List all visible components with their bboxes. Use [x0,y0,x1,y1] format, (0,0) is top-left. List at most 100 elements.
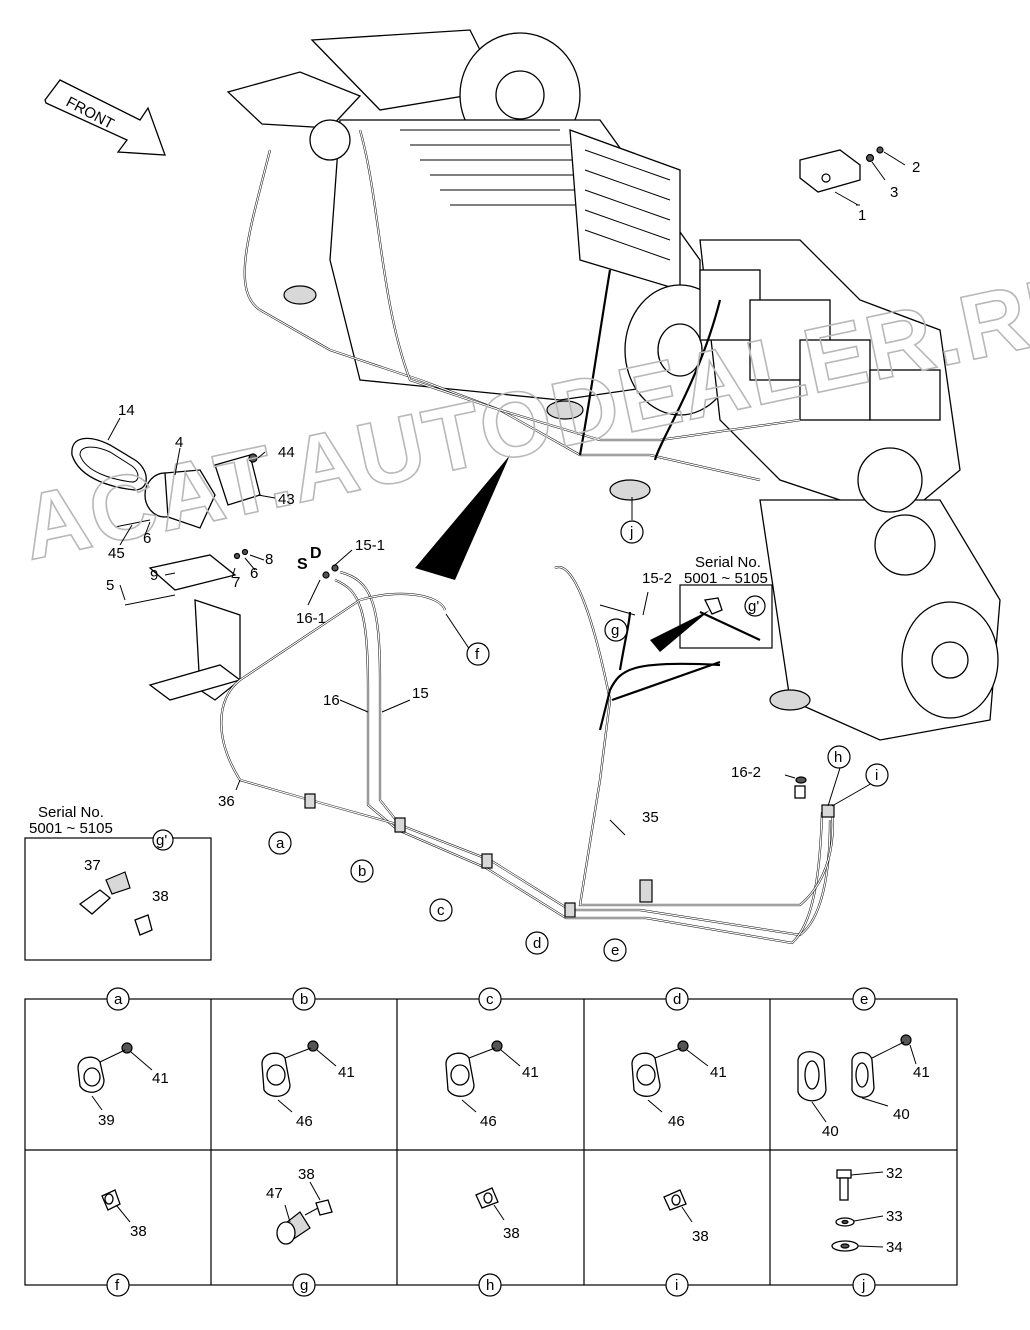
detail-b-label-41: 41 [338,1064,355,1081]
pump-valve [869,369,941,421]
detail-e-label-40a: 40 [822,1123,839,1140]
detail-letter-e: e [860,991,868,1008]
engine-compressor [309,119,351,161]
mount-left [283,285,317,305]
callout-15-1: 15-1 [355,537,385,554]
detail-a-label-39: 39 [98,1112,115,1129]
detail-letter-c: c [486,991,494,1008]
clamp-a [304,793,316,809]
callout-45: 45 [108,545,125,562]
callout-8: 8 [265,551,273,568]
detail-h-label-38: 38 [503,1225,520,1242]
detail-i-label-38: 38 [692,1228,709,1245]
intake-pipe [226,71,362,129]
clamp-b [394,817,406,833]
belt [71,437,147,491]
detail-e-parts: 41 40 40 [797,1034,930,1140]
callout-4: 4 [175,434,183,451]
detail-f-label-38: 38 [130,1223,147,1240]
callout-9: 9 [150,567,158,584]
serial-left-range: 5001 ~ 5105 [29,820,113,837]
letter-b: b [358,863,366,880]
serial-top-title: Serial No. [695,554,761,571]
detail-j-label-33: 33 [886,1208,903,1225]
serial-left-detail-circle [152,829,174,851]
detail-b-parts: 41 46 [261,1040,355,1130]
detail-a-parts: 41 39 [77,1042,169,1129]
callout-6b: 6 [250,565,258,582]
callout-wedge [415,455,510,580]
detail-b-label-46: 46 [296,1113,313,1130]
letter-i: i [875,767,878,784]
serial-note-left [24,837,212,961]
detail-g-parts: 38 47 [266,1166,333,1245]
mount-mid [546,400,584,420]
callout-16-2: 16-2 [731,764,761,781]
detail-letter-j: j [861,1277,865,1294]
detail-e-label-41: 41 [913,1064,930,1081]
serial-left-detail: g' [156,832,167,849]
letter-a: a [276,835,285,852]
callout-2: 2 [912,159,920,176]
letter-j: j [629,524,633,541]
letter-c: c [437,902,445,919]
main-letter-callouts: a b c d e f g h i j [268,520,889,962]
main-callouts: 1 2 3 14 4 44 43 45 6 9 5 7 6 8 S D 15-1… [84,159,920,905]
mount-plate-9 [148,554,237,591]
pump-gear-2 [874,514,936,576]
callout-6a: 6 [143,530,151,547]
callout-16: 16 [323,692,340,709]
detail-g-label-47: 47 [266,1185,283,1202]
serial-top-detail: g' [748,598,759,615]
detail-f-parts: 38 [101,1189,147,1240]
callout-15: 15 [412,685,429,702]
part-38 [134,914,153,936]
pump-gear-1 [857,447,923,513]
mount-j [609,479,651,501]
detail-c-label-46: 46 [480,1113,497,1130]
detail-letter-h: h [486,1277,494,1294]
callout-43: 43 [278,491,295,508]
relay-part-1 [799,146,906,206]
detail-g-label-38: 38 [298,1166,315,1183]
callout-14: 14 [118,402,135,419]
bolt-44 [248,453,258,463]
letter-e: e [611,942,619,959]
detail-e-label-40b: 40 [893,1106,910,1123]
letter-f: f [475,646,480,663]
rear-disc-hub [931,641,969,679]
fitting-16-2 [794,785,806,799]
fitting-D [331,564,339,572]
valve-box [799,339,871,421]
callout-S: S [297,556,308,573]
bolt-2 [876,146,884,154]
detail-i-parts: 38 [663,1189,709,1245]
detail-letter-a: a [114,991,123,1008]
detail-d-label-46: 46 [668,1113,685,1130]
letter-g: g [611,622,619,639]
fan-hub [495,70,545,120]
clamp-e [639,879,653,903]
detail-j-label-32: 32 [886,1165,903,1182]
letter-h: h [834,749,842,766]
bolt-5 [124,594,176,606]
callout-D: D [310,545,322,562]
serial-texts: Serial No. 5001 ~ 5105 g' Serial No. 500… [29,554,768,851]
detail-letter-i: i [675,1277,678,1294]
detail-letter-g: g [300,1277,308,1294]
detail-letter-b: b [300,991,308,1008]
radiator-grid [584,149,671,261]
bolt-45 [114,519,151,528]
front-arrow: FRONT [44,79,166,156]
callout-35: 35 [642,809,659,826]
clamp-h-i [821,804,835,818]
serial-note-top [679,584,773,649]
serial-top-detail-circle [744,595,766,617]
engine-fins [400,129,610,206]
callout-5: 5 [106,577,114,594]
callout-44: 44 [278,444,295,461]
callout-16-1: 16-1 [296,610,326,627]
serial-top-range: 5001 ~ 5105 [684,570,768,587]
mount-right [769,689,811,711]
hose-routing [220,565,835,945]
